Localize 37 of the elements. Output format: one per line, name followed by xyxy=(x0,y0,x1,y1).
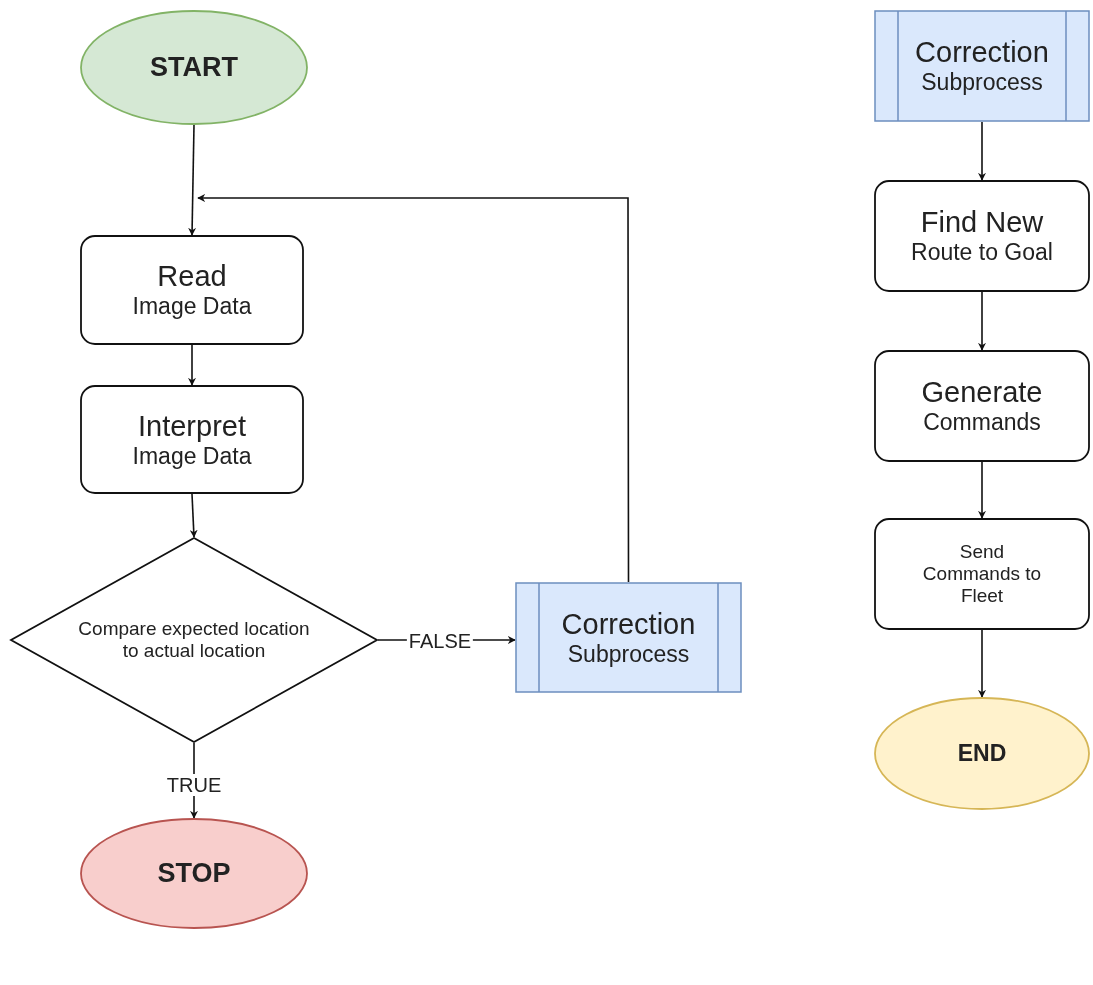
node-label: END xyxy=(957,740,1007,767)
node-label: Image Data xyxy=(132,442,252,470)
process-box xyxy=(874,350,1090,462)
arrow xyxy=(189,493,198,538)
arrow xyxy=(197,194,630,583)
decision-diamond xyxy=(10,537,378,743)
node-label: Correction xyxy=(915,36,1049,70)
terminal-ellipse xyxy=(874,697,1090,810)
process-box xyxy=(80,385,304,494)
node-label: Generate xyxy=(921,376,1043,410)
node-label: Interpret xyxy=(138,409,246,443)
node-label: STOP xyxy=(157,857,231,889)
node-label: Read xyxy=(157,260,227,294)
node-label: Send Commands to Fleet xyxy=(921,541,1043,607)
node-label: Route to Goal xyxy=(911,239,1053,266)
arrow xyxy=(978,629,986,698)
arrow xyxy=(978,291,986,351)
node-label: Subprocess xyxy=(567,640,690,668)
terminal-ellipse xyxy=(80,818,308,929)
arrow xyxy=(188,344,196,386)
arrow xyxy=(188,124,197,236)
subprocess-box xyxy=(515,582,742,693)
node-label: Subprocess xyxy=(921,69,1043,96)
subprocess-box xyxy=(874,10,1090,122)
node-label: START xyxy=(150,51,238,83)
node-label: Find New xyxy=(920,206,1044,240)
node-label: Correction xyxy=(561,607,696,641)
node-label: Compare expected location to actual location xyxy=(77,618,311,662)
arrow xyxy=(978,121,986,181)
process-box xyxy=(874,518,1090,630)
process-box xyxy=(80,235,304,345)
node-label: Commands xyxy=(923,409,1041,436)
node-label: Image Data xyxy=(132,293,252,320)
arrow xyxy=(978,461,986,519)
process-box xyxy=(874,180,1090,292)
edge-label: TRUE xyxy=(164,774,224,796)
terminal-ellipse xyxy=(80,10,308,125)
